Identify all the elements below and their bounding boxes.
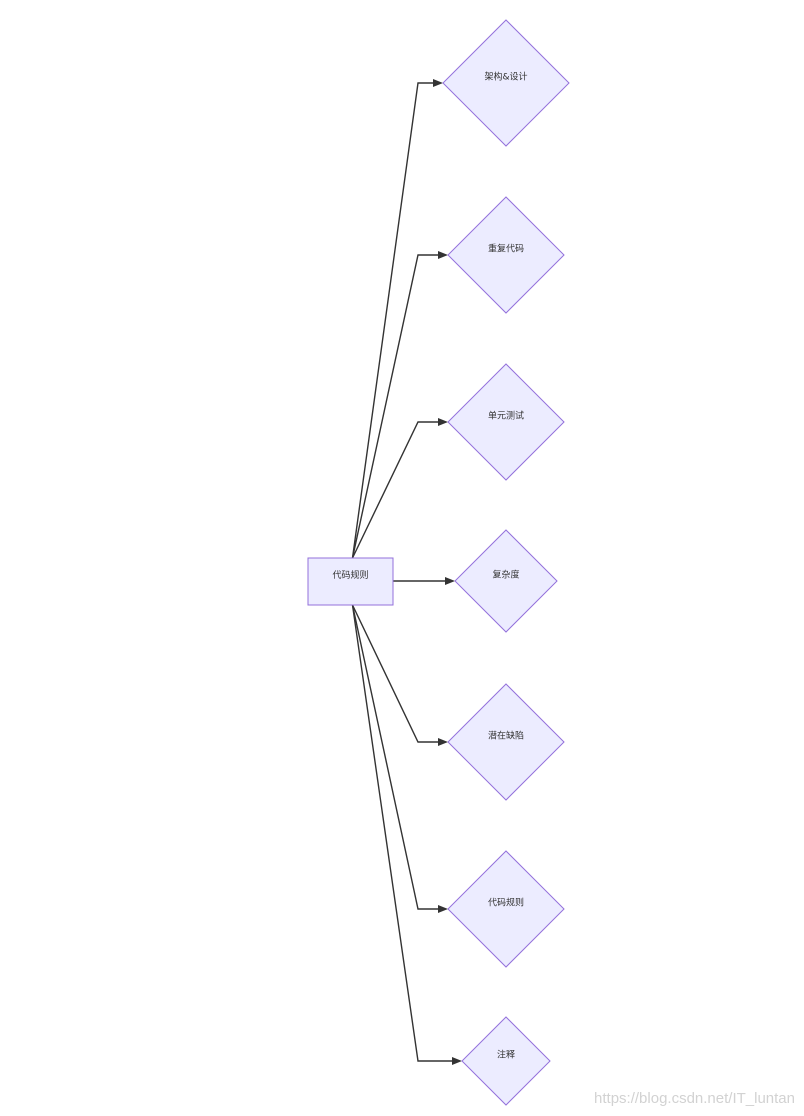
decision-node-label: 复杂度	[492, 569, 519, 581]
edges-group	[351, 79, 462, 1065]
decision-node: 单元测试	[447, 363, 565, 481]
edge-connector	[351, 421, 440, 559]
decision-node-diamond	[454, 529, 558, 633]
arrowhead-icon	[438, 905, 448, 913]
root-node-label: 代码规则	[332, 569, 368, 581]
edge-connector	[351, 604, 440, 743]
decision-node-diamond	[461, 1016, 551, 1106]
decision-node-diamond	[447, 683, 565, 801]
decision-node: 注释	[461, 1016, 551, 1106]
decision-node: 重复代码	[447, 196, 565, 314]
edge-connector	[351, 254, 440, 559]
decision-node: 架构&设计	[442, 19, 570, 147]
decision-node-diamond	[447, 850, 565, 968]
edge-connector	[351, 604, 454, 1062]
root-node: 代码规则	[307, 557, 394, 606]
decision-node: 复杂度	[454, 529, 558, 633]
decision-node-label: 注释	[497, 1049, 515, 1061]
decision-node: 潜在缺陷	[447, 683, 565, 801]
arrowhead-icon	[438, 251, 448, 259]
decision-node-label: 潜在缺陷	[488, 730, 524, 742]
arrowhead-icon	[438, 418, 448, 426]
decision-node-label: 单元测试	[488, 410, 524, 422]
edge-connector	[351, 82, 435, 559]
arrowhead-icon	[433, 79, 443, 87]
arrowhead-icon	[438, 738, 448, 746]
decision-node-label: 重复代码	[488, 243, 524, 255]
root-node-box	[307, 557, 394, 606]
decision-node: 代码规则	[447, 850, 565, 968]
arrowhead-icon	[445, 577, 455, 585]
decision-node-diamond	[442, 19, 570, 147]
arrowhead-icon	[452, 1057, 462, 1065]
decision-node-label: 架构&设计	[484, 71, 527, 83]
decision-node-diamond	[447, 196, 565, 314]
watermark-text: https://blog.csdn.net/IT_luntan	[594, 1090, 795, 1107]
edge-connector	[351, 604, 440, 910]
decision-node-label: 代码规则	[488, 897, 524, 909]
decision-node-diamond	[447, 363, 565, 481]
